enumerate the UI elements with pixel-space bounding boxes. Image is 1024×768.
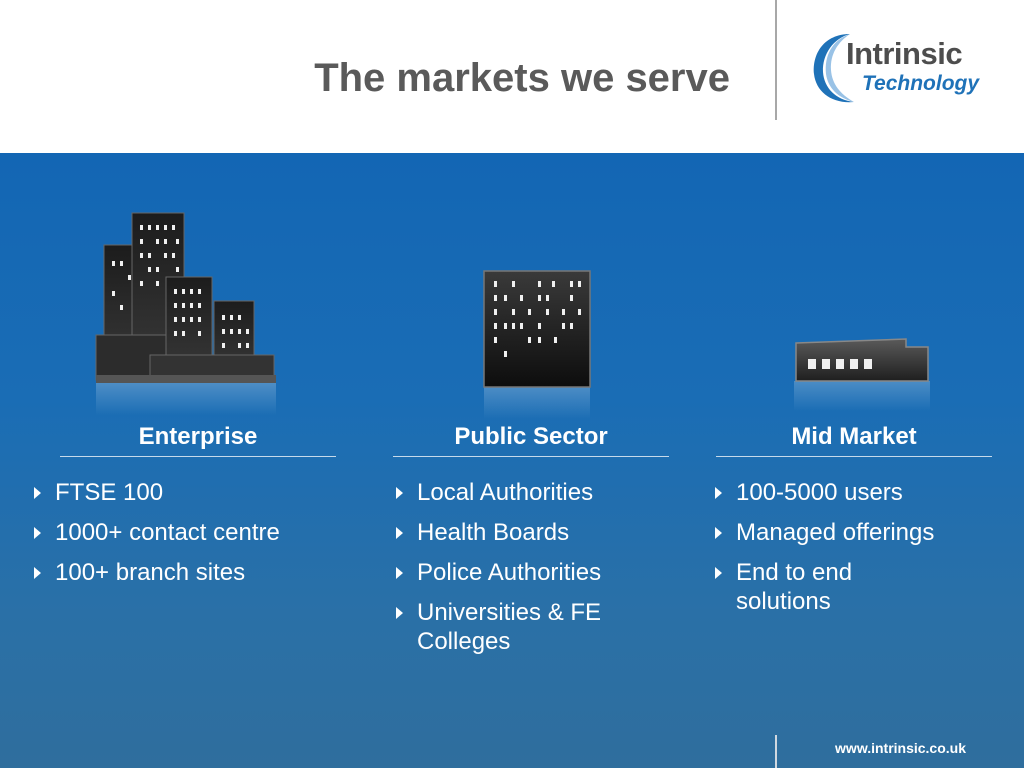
column-heading-mid-market: Mid Market [791, 423, 917, 450]
bullet-arrow-icon [396, 527, 403, 539]
bullet-list-enterprise: FTSE 100 1000+ contact centre 100+ branc… [30, 478, 350, 598]
company-logo: Intrinsic Technology [810, 30, 985, 108]
office-block-icon [483, 270, 591, 419]
list-item: End to end solutions [711, 558, 926, 616]
list-item: Police Authorities [392, 558, 692, 587]
bullet-arrow-icon [715, 527, 722, 539]
bullet-arrow-icon [34, 487, 41, 499]
column-rule-public-sector [393, 456, 669, 457]
list-item: 100-5000 users [711, 478, 1001, 507]
list-item: FTSE 100 [30, 478, 350, 507]
logo-wordmark-secondary: Technology [862, 72, 980, 95]
slide-header: The markets we serve Intrinsic Technolog… [0, 0, 1024, 153]
bullet-list-public-sector: Local Authorities Health Boards Police A… [392, 478, 692, 667]
bullet-arrow-icon [715, 487, 722, 499]
list-item: 1000+ contact centre [30, 518, 350, 547]
bullet-arrow-icon [396, 487, 403, 499]
logo-swoosh-icon [813, 34, 854, 103]
column-rule-enterprise [60, 456, 336, 457]
list-item: Managed offerings [711, 518, 1001, 547]
footer-website-link[interactable]: www.intrinsic.co.uk [835, 740, 966, 756]
low-building-icon [794, 338, 930, 411]
logo-wordmark-primary: Intrinsic [846, 36, 963, 71]
bullet-arrow-icon [396, 607, 403, 619]
list-item: Local Authorities [392, 478, 692, 507]
column-heading-public-sector: Public Sector [454, 423, 608, 450]
bullet-arrow-icon [34, 567, 41, 579]
bullet-arrow-icon [396, 567, 403, 579]
bullet-arrow-icon [715, 567, 722, 579]
list-item: Health Boards [392, 518, 692, 547]
bullet-arrow-icon [34, 527, 41, 539]
slide-title: The markets we serve [314, 56, 730, 100]
list-item: Universities & FE Colleges [392, 598, 657, 656]
column-heading-enterprise: Enterprise [138, 423, 258, 450]
column-rule-mid-market [716, 456, 992, 457]
header-divider [775, 0, 777, 120]
city-skyline-icon [95, 212, 276, 415]
list-item: 100+ branch sites [30, 558, 350, 587]
bullet-list-mid-market: 100-5000 users Managed offerings End to … [711, 478, 1001, 627]
footer-divider [775, 735, 777, 768]
